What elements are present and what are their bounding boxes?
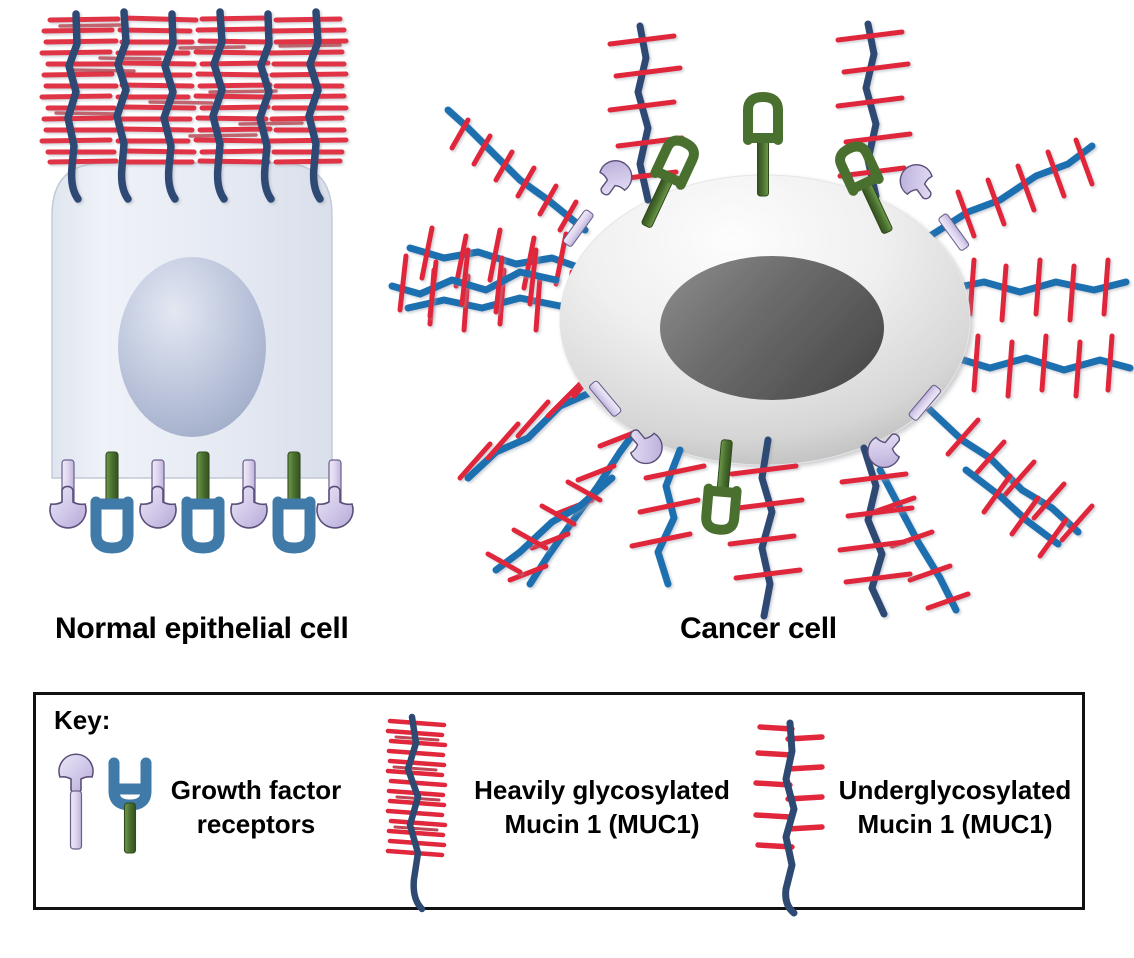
key-entry-receptors-text: Growth factor receptors: [170, 775, 342, 840]
normal-cell-label: Normal epithelial cell: [55, 612, 349, 645]
underglycosylated-mucin: [629, 446, 707, 588]
normal-cell-receptors: [49, 451, 354, 554]
underglycosylated-mucin: [727, 436, 805, 620]
key-title: Key:: [54, 705, 111, 735]
fork-receptor-icon: [108, 757, 152, 854]
growth-factor-receptor-wrench: [316, 459, 354, 529]
growth-factor-receptor-pair-icon: [58, 753, 152, 854]
underglycosylated-mucin: [444, 106, 589, 234]
growth-factor-receptor-wrench: [562, 160, 633, 247]
glycan-mat: [39, 15, 349, 165]
cancer-mucins-front: [388, 20, 1069, 620]
growth-factor-receptor-wrench: [139, 459, 177, 529]
key-entry-underglycosylated: Underglycosylated Mucin 1 (MUC1): [726, 695, 1086, 917]
normal-cell-mucin-layer: [39, 8, 349, 203]
growth-factor-receptor-wrench: [230, 459, 268, 529]
growth-factor-receptor-wrench: [49, 459, 87, 529]
cancer-cell-nucleus: [660, 256, 884, 400]
growth-factor-receptor-wrench: [867, 384, 942, 469]
key-entry-underglycosylated-text: Underglycosylated Mucin 1 (MUC1): [838, 775, 1072, 840]
key-entry-heavily-glycosylated-text: Heavily glycosylated Mucin 1 (MUC1): [474, 775, 730, 840]
key-entry-receptors: Growth factor receptors: [36, 695, 376, 907]
underglycosylated-mucin: [946, 333, 1134, 399]
underglycosylated-mucin: [837, 444, 915, 618]
underglycosylated-mucin: [924, 404, 1095, 543]
cancer-cell-body: [559, 174, 971, 466]
underglycosylated-mucin: [926, 137, 1096, 240]
wrench-receptor-icon: [58, 753, 94, 850]
underglycosylated-mucin: [406, 225, 596, 291]
growth-factor-receptor-wrench: [899, 164, 970, 251]
growth-factor-receptor-fork: [272, 451, 316, 554]
underglycosylated-mucin: [962, 466, 1069, 559]
growth-factor-receptor-fork: [641, 135, 699, 228]
growth-factor-receptor-fork: [90, 451, 134, 554]
growth-factor-receptor-fork: [835, 141, 893, 234]
underglycosylated-mucin: [485, 474, 616, 575]
growth-factor-receptor-wrench: [588, 380, 663, 465]
underglycosylated-mucin-icon: [753, 719, 825, 917]
underglycosylated-mucin: [940, 257, 1130, 323]
growth-factor-receptor-fork: [181, 451, 225, 554]
key-entry-heavily-glycosylated: Heavily glycosylated Mucin 1 (MUC1): [336, 695, 736, 913]
cancer-cell-group: [388, 20, 1134, 620]
cancer-cell-receptors: [562, 92, 970, 535]
growth-factor-receptor-fork: [701, 439, 742, 535]
normal-cell-body: [51, 162, 333, 479]
mucin-backbones: [64, 8, 324, 203]
growth-factor-receptor-fork: [743, 92, 783, 197]
heavily-glycosylated-mucin-icon: [385, 713, 448, 913]
key-box: Key:: [33, 692, 1086, 917]
cancer-cell-label: Cancer cell: [680, 612, 837, 645]
underglycosylated-mucin: [388, 247, 560, 319]
underglycosylated-mucin: [871, 466, 971, 614]
normal-cell-nucleus: [118, 257, 266, 437]
